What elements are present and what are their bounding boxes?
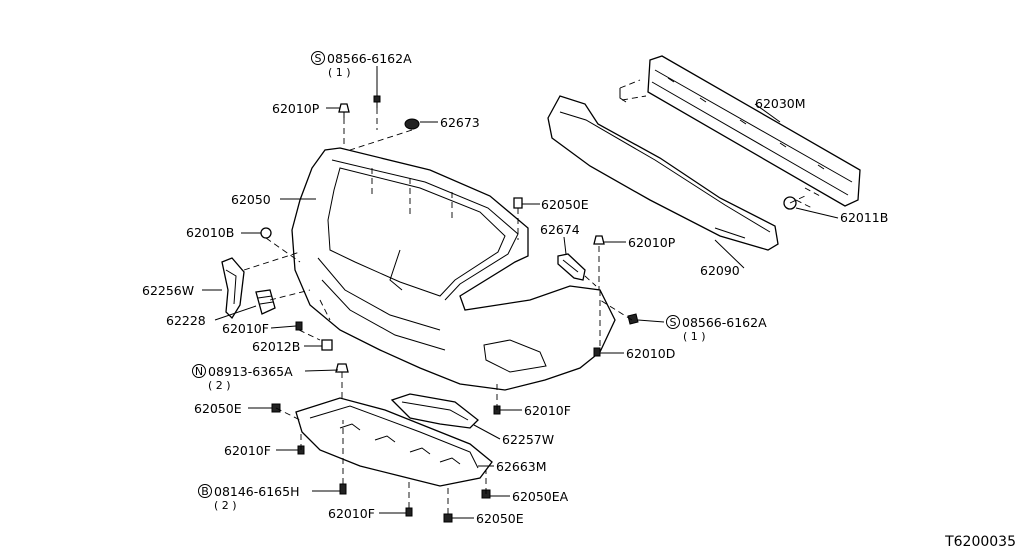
label-62050e-left: 62050E — [194, 401, 242, 416]
prefix-nut-08913: N — [195, 365, 203, 378]
prefix-screw-right: S — [670, 316, 677, 329]
label-62050ea: 62050EA — [512, 489, 569, 504]
label-62010p-top: 62010P — [272, 101, 320, 116]
assembly-lines — [243, 108, 806, 514]
label-62030m: 62030M — [755, 96, 806, 111]
label-62010f-bottom: 62010F — [328, 506, 375, 521]
label-62228: 62228 — [166, 313, 206, 328]
label-screw-right-qty: ( 1 ) — [683, 330, 706, 343]
prefix-screw-top: S — [315, 52, 322, 65]
fasteners — [260, 95, 797, 523]
label-08146-qty: ( 2 ) — [214, 499, 237, 512]
label-08913-qty: ( 2 ) — [208, 379, 231, 392]
absorber-62090 — [547, 95, 779, 251]
diagram-id: T6200035 — [944, 534, 1016, 550]
label-62050e-mid: 62050E — [541, 197, 589, 212]
bracket-62256w — [221, 257, 245, 320]
label-08913: 08913-6365A — [208, 364, 293, 379]
label-62257w: 62257W — [502, 432, 554, 447]
leader-lines — [202, 66, 839, 519]
cover-62663m — [295, 397, 493, 487]
bracket-62257w — [390, 393, 479, 429]
reinforcement-62030m — [619, 55, 861, 209]
label-62010f-left: 62010F — [222, 321, 269, 336]
label-08146: 08146-6165H — [214, 484, 300, 499]
prefix-symbols: S S N B — [192, 51, 680, 498]
label-62673: 62673 — [440, 115, 480, 130]
label-62010f-right: 62010F — [524, 403, 571, 418]
label-screw-top-qty: ( 1 ) — [328, 66, 351, 79]
label-screw-right: 08566-6162A — [682, 315, 767, 330]
label-62050: 62050 — [231, 192, 271, 207]
label-62012b: 62012B — [252, 339, 300, 354]
label-62663m: 62663M — [496, 459, 547, 474]
part-labels: 08566-6162A ( 1 ) 62010P 62673 62050 620… — [142, 51, 888, 526]
label-62674: 62674 — [540, 222, 580, 237]
label-62256w: 62256W — [142, 283, 194, 298]
label-62010p-right: 62010P — [628, 235, 676, 250]
label-62010f-lower: 62010F — [224, 443, 271, 458]
grille-62228 — [255, 289, 276, 315]
label-62050e-bottom: 62050E — [476, 511, 524, 526]
label-62010b: 62010B — [186, 225, 234, 240]
label-screw-top: 08566-6162A — [327, 51, 412, 66]
bracket-62674 — [557, 253, 586, 281]
label-62011b: 62011B — [840, 210, 888, 225]
label-62010d: 62010D — [626, 346, 675, 361]
prefix-bolt-08146: B — [201, 485, 209, 498]
label-62090: 62090 — [700, 263, 740, 278]
